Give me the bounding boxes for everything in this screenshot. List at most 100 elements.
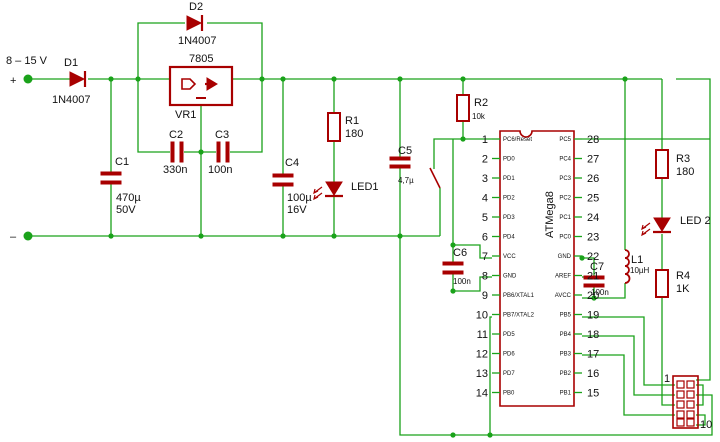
ic-pin-number: 3 [482,173,488,185]
ic-pin-number: 15 [587,388,599,400]
r4-value: 1K [676,283,690,295]
capacitor-c6 [442,261,464,275]
ic-pin-label: PB0 [503,391,515,397]
ic-pin-label: PD2 [503,196,515,202]
reset-switch [429,167,441,189]
ic-pin-number: 18 [587,329,599,341]
resistor-r2 [456,94,470,122]
d2-name: D2 [189,1,203,13]
ic-pin-label: PB7/XTAL2 [503,313,535,319]
c2-name: C2 [169,129,183,141]
ic-atmega8 [499,130,575,407]
led-led2 [641,217,671,237]
input-plus-terminal [23,74,33,84]
ic-pin-label: PD0 [503,157,515,163]
ic-pin-label: PB1 [560,391,572,397]
r1-name: R1 [345,115,359,127]
ic-pin-number: 11 [477,329,488,341]
d2-value: 1N4007 [178,35,217,47]
led1-name: LED1 [351,181,379,193]
c6-value: 100n [453,277,471,286]
regulator-vr1 [168,65,234,107]
c5-name: C5 [398,145,412,157]
ic-pin-number: 16 [587,368,599,380]
ic-pin-number: 24 [587,212,599,224]
ic-pin-label: PB2 [560,371,572,377]
ic-pin-label: PB3 [560,352,572,358]
ic-pin-label: VCC [503,254,516,260]
ic-pin-label: PD3 [503,215,515,221]
input-plus-label: + [10,75,16,87]
c7-value: 100n [591,288,609,297]
r2-value: 10k [472,112,486,121]
wires [28,22,713,436]
c4-name: C4 [285,157,299,169]
c4-voltage: 16V [287,204,307,216]
c1-voltage: 50V [116,204,136,216]
ic-pins-right: 28PC527PC426PC325PC224PC123PC022GND21ARE… [555,134,599,400]
ic-pin-label: PB5 [560,313,572,319]
ic-pin-label: PC6/Reset [503,137,532,143]
ic-pin-number: 8 [482,271,488,283]
ic-pin-label: PC3 [559,176,571,182]
resistor-r4 [655,269,669,298]
ic-pin-number: 6 [482,232,488,244]
ic-pin-label: PD4 [503,235,515,241]
ic-pin-number: 1 [482,134,488,146]
input-minus-label: – [10,231,17,243]
resistor-r1 [327,112,341,142]
ic-pin-label: PC5 [559,137,571,143]
r4-name: R4 [676,270,690,282]
ic-pin-label: PD5 [503,332,515,338]
r1-value: 180 [345,128,363,140]
r3-name: R3 [676,153,690,165]
c3-name: C3 [215,129,229,141]
led2-name: LED 2 [680,215,711,227]
ic-pin-label: AVCC [555,293,572,299]
inductor-l1 [624,249,631,284]
c7-name: C7 [590,261,604,273]
diode-d2 [186,15,204,31]
ic-pin-number: 7 [482,251,488,263]
capacitor-c5 [389,156,411,169]
ic-pin-number: 14 [476,388,488,400]
r3-value: 180 [676,166,694,178]
ic-pin-number: 17 [587,349,599,361]
ic-pin-number: 4 [482,193,488,205]
capacitor-c1 [100,171,122,185]
ic-pin-label: PC2 [559,196,571,202]
ic-pin-label: GND [558,254,572,260]
led-led1 [313,181,343,201]
ic-pin-label: PB6/XTAL1 [503,293,535,299]
ic-pin-number: 13 [476,368,488,380]
input-minus-terminal [23,231,33,241]
ic-pin-number: 22 [587,251,599,263]
ic-pin-number: 5 [482,212,488,224]
capacitor-c7 [583,275,605,288]
d1-value: 1N4007 [52,94,91,106]
ic-pin-number: 27 [587,154,599,166]
input-voltage-label: 8 – 15 V [6,55,48,67]
ic-pin-label: PD1 [503,176,515,182]
connector-pin1-label: 1 [664,373,670,385]
junctions [23,74,628,438]
ic-pin-number: 10 [476,310,488,322]
connector-pin10-label: 10 [700,419,712,431]
ic-name: ATMega8 [544,191,556,238]
c2-value: 330n [163,164,187,176]
ic-pin-number: 19 [587,310,599,322]
ic-pin-label: PD6 [503,352,515,358]
l1-name: L1 [631,254,643,266]
ic-pin-label: PC4 [559,157,571,163]
diode-d1 [69,71,87,87]
c5-value: 4,7µ [398,176,414,185]
ic-pin-label: AREF [555,274,571,280]
vr1-name: VR1 [175,109,196,121]
capacitor-c3 [216,141,230,163]
ic-pin-number: 23 [587,232,599,244]
vr1-value: 7805 [189,53,213,65]
ic-pin-number: 9 [482,290,488,302]
l1-value: 10µH [630,266,650,275]
ic-pin-label: PC1 [559,215,571,221]
